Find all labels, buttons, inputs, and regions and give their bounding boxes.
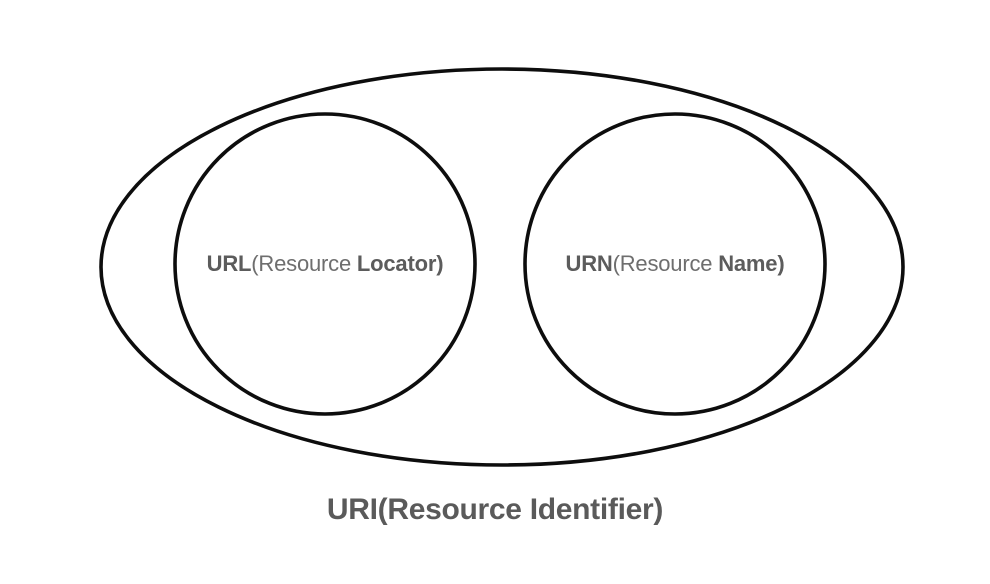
urn-close-paren-text: ) — [777, 251, 785, 276]
inner-circle-urn — [523, 112, 827, 416]
urn-abbrev-text: URN — [565, 251, 613, 276]
urn-open-paren-text: (Resource — [612, 251, 719, 276]
url-close-paren-text: ) — [436, 251, 444, 276]
urn-emphasis-text: Name — [718, 251, 778, 276]
inner-circle-url — [173, 112, 477, 416]
url-open-paren-text: (Resource — [251, 251, 357, 276]
url-circle-label: URL(Resource Locator) — [175, 253, 475, 275]
url-abbrev-text: URL — [206, 251, 252, 276]
urn-circle-label: URN(Resource Name) — [525, 253, 825, 275]
outer-ellipse-uri — [99, 67, 905, 467]
url-emphasis-text: Locator — [356, 251, 437, 276]
uri-caption: URI(Resource Identifier) — [326, 493, 664, 526]
